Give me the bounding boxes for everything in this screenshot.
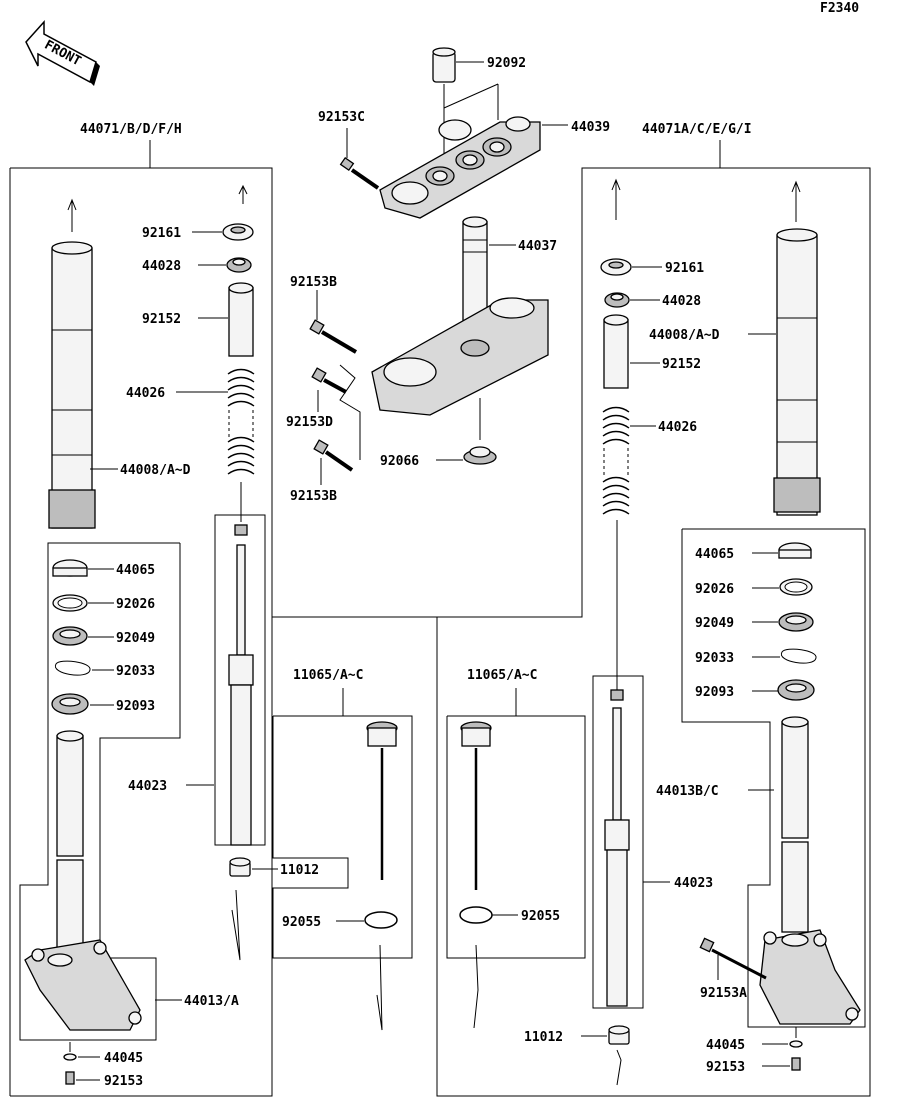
inner-tube-right-44013: [759, 716, 861, 1025]
seal-left-44065: [52, 559, 88, 577]
damper-rod-right-11065: [460, 721, 492, 890]
label-right-92033: 92033: [695, 651, 734, 666]
label-left-11012: 11012: [280, 863, 319, 878]
label-92153B-top: 92153B: [290, 275, 337, 290]
label-left-44045: 44045: [104, 1051, 143, 1066]
o-ring-right-92055: [459, 906, 493, 924]
bolt-92153B-lower: [313, 439, 354, 472]
label-left-92153: 92153: [104, 1074, 143, 1089]
bushing-92092: [432, 47, 456, 83]
label-right-11012: 11012: [524, 1030, 563, 1045]
label-92092: 92092: [487, 56, 526, 71]
label-44039: 44039: [571, 120, 610, 135]
label-right-44065: 44065: [695, 547, 734, 562]
label-left-92049: 92049: [116, 631, 155, 646]
label-right-92152: 92152: [662, 357, 701, 372]
cartridge-right-44023: [604, 689, 630, 1007]
label-left-92152: 92152: [142, 312, 181, 327]
label-right-44026: 44026: [658, 420, 697, 435]
washer-right-44045: [789, 1040, 803, 1048]
label-left-11065: 11065/A~C: [293, 668, 363, 683]
label-92153B-bottom: 92153B: [290, 489, 337, 504]
collar-left-44028: [226, 257, 252, 273]
washer-left-92161: [222, 223, 254, 241]
o-ring-left-92055: [364, 911, 398, 929]
seal-right-44065: [778, 542, 812, 559]
bushing-left-11012: [229, 857, 251, 877]
label-right-92026: 92026: [695, 582, 734, 597]
dust-seal-left-92093: [51, 693, 89, 715]
lower-clamp: [371, 297, 549, 416]
upper-clamp-44039: [379, 116, 541, 219]
clip-left-92033: [55, 660, 91, 676]
front-arrow-icon: FRONT: [25, 20, 100, 86]
label-left-92033: 92033: [116, 664, 155, 679]
label-right-92049: 92049: [695, 616, 734, 631]
label-left-92055: 92055: [282, 915, 321, 930]
spacer-left-92152: [228, 282, 254, 357]
label-44071-left: 44071/B/D/F/H: [80, 122, 182, 137]
figure-code: F2340: [820, 1, 859, 16]
bolt-left-92153: [65, 1071, 75, 1085]
bolt-right-92153: [791, 1057, 801, 1071]
right-seal-box: [681, 528, 866, 1028]
label-right-92093: 92093: [695, 685, 734, 700]
label-right-44028: 44028: [662, 294, 701, 309]
label-left-92026: 92026: [116, 597, 155, 612]
label-92153D: 92153D: [286, 415, 333, 430]
label-right-44013: 44013B/C: [656, 784, 719, 799]
label-right-44008: 44008/A~D: [649, 328, 720, 343]
bolt-right-92153A: [699, 937, 767, 980]
label-left-44013: 44013/A: [184, 994, 239, 1009]
washer-right-92161: [600, 258, 632, 276]
label-right-92153A: 92153A: [700, 986, 747, 1001]
label-right-11065: 11065/A~C: [467, 668, 537, 683]
damper-rod-left-11065: [366, 721, 398, 880]
outer-tube-left-44008: [48, 241, 96, 529]
spring-left-44026: [227, 368, 255, 475]
left-damper-box: [272, 715, 413, 959]
washer-left-44045: [63, 1053, 77, 1061]
label-92066: 92066: [380, 454, 419, 469]
label-44037: 44037: [518, 239, 557, 254]
seal-left-92026: [52, 594, 88, 612]
label-92153C: 92153C: [318, 110, 365, 125]
seal-left-92049: [52, 626, 88, 646]
dust-seal-right-92093: [777, 679, 815, 701]
bolt-92153C: [339, 156, 380, 190]
bolt-92153B-upper: [309, 319, 358, 354]
left-assembly-box: [10, 167, 871, 1097]
label-right-92055: 92055: [521, 909, 560, 924]
left-seal-box: [19, 542, 181, 1041]
label-left-44023: 44023: [128, 779, 167, 794]
bolt-92153D: [311, 367, 347, 394]
label-right-92153: 92153: [706, 1060, 745, 1075]
label-right-92161: 92161: [665, 261, 704, 276]
outer-tube-right-44008: [773, 228, 821, 516]
label-left-44008: 44008/A~D: [120, 463, 191, 478]
spring-right-44026: [602, 406, 630, 515]
label-left-44026: 44026: [126, 386, 165, 401]
label-left-44065: 44065: [116, 563, 155, 578]
spacer-right-92152: [603, 314, 629, 389]
label-right-44045: 44045: [706, 1038, 745, 1053]
label-44071-right: 44071A/C/E/G/I: [642, 122, 752, 137]
right-cartridge-box: [592, 675, 644, 1009]
right-damper-box: [446, 715, 586, 959]
clip-right-92033: [781, 648, 817, 664]
label-left-92161: 92161: [142, 226, 181, 241]
label-right-44023: 44023: [674, 876, 713, 891]
bushing-right-11012: [608, 1025, 630, 1045]
seal-right-92026: [779, 578, 813, 596]
nut-92066: [463, 446, 497, 465]
seal-right-92049: [778, 612, 814, 632]
label-left-44028: 44028: [142, 259, 181, 274]
cartridge-left-44023: [228, 524, 254, 846]
collar-right-44028: [604, 292, 630, 308]
inner-tube-left-44013: [24, 730, 142, 1031]
label-left-92093: 92093: [116, 699, 155, 714]
